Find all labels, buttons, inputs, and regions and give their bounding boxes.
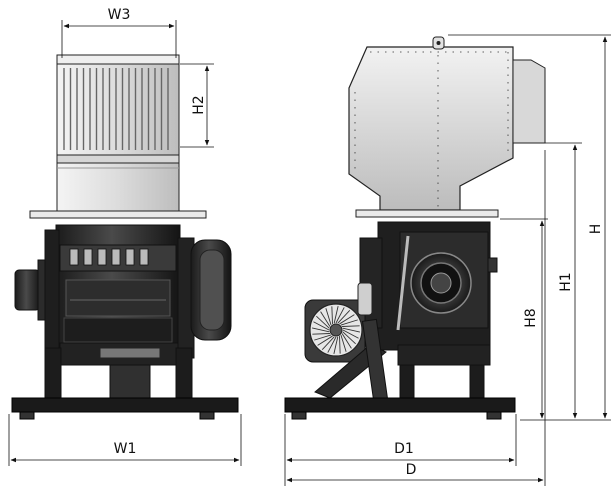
side-hopper [348, 36, 546, 211]
front-hopper [56, 54, 180, 212]
label-h: H [588, 224, 604, 235]
side-base [284, 318, 516, 420]
front-base [11, 342, 239, 420]
front-flywheel [177, 237, 232, 359]
label-w1: W1 [114, 441, 137, 457]
label-h8: H8 [523, 308, 539, 327]
dimension-w1: W1 [8, 414, 242, 466]
side-view: H8 H1 H D1 D [284, 34, 611, 486]
front-view: W3 H2 W1 [8, 7, 242, 466]
dimension-h: H [448, 34, 611, 421]
dimension-d: D [286, 150, 546, 486]
side-chamber [359, 221, 498, 351]
front-left-bearing [14, 229, 60, 349]
dimension-d1: D1 [284, 414, 517, 486]
dimension-h8: H8 [500, 218, 548, 421]
side-motor [304, 282, 373, 363]
dimension-h2: H2 [180, 63, 214, 148]
front-chamber [55, 224, 181, 344]
dimension-w3: W3 [61, 7, 177, 58]
label-d: D [406, 462, 417, 478]
label-h2: H2 [191, 95, 207, 114]
side-flange [355, 209, 499, 218]
label-w3: W3 [108, 7, 131, 23]
dimension-h1: H1 [545, 142, 582, 421]
front-flange [29, 210, 207, 219]
label-d1: D1 [394, 441, 414, 457]
label-h1: H1 [558, 272, 574, 291]
